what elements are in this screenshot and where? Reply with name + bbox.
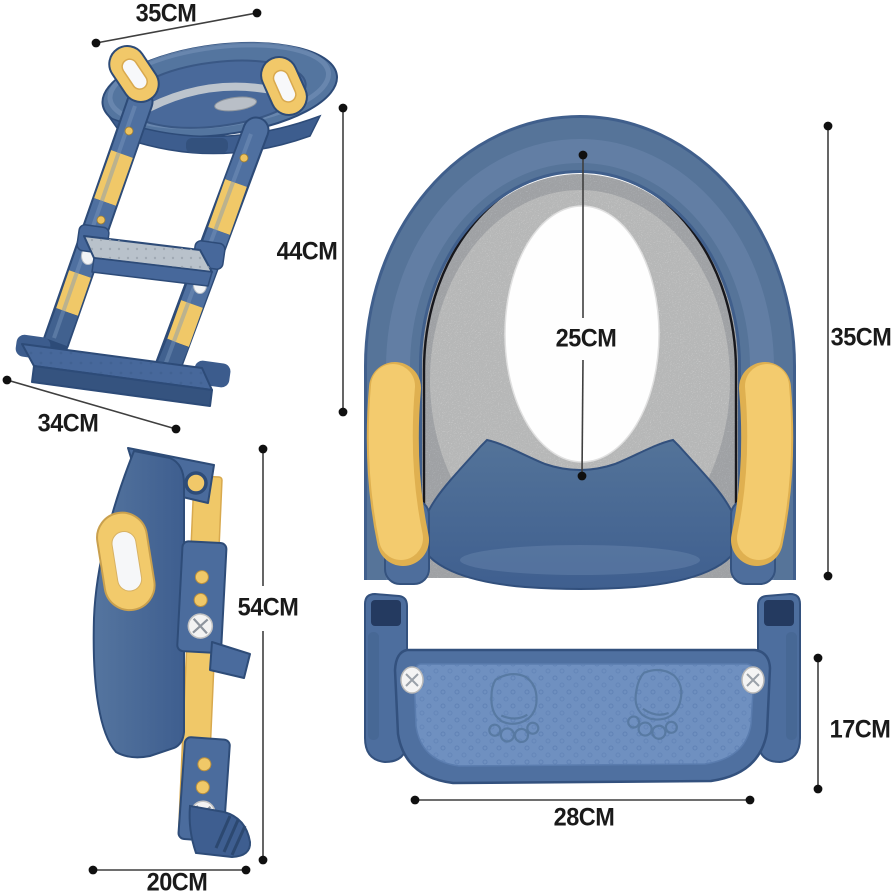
folded-ladder-illustration bbox=[92, 447, 252, 859]
assembled-ladder-illustration bbox=[15, 41, 338, 407]
dimension-label-seat-inner-length: 25CM bbox=[555, 324, 617, 353]
seat-top-view-illustration bbox=[364, 115, 796, 590]
dimension-label-footrest-height: 17CM bbox=[829, 715, 891, 744]
dimension-label-footrest-width: 28CM bbox=[553, 803, 615, 832]
dimension-label-folded-depth: 20CM bbox=[146, 868, 208, 896]
dimension-label-folded-height: 54CM bbox=[237, 593, 299, 622]
dimension-label-base-depth: 34CM bbox=[37, 409, 99, 438]
footrest-illustration bbox=[364, 592, 801, 785]
dimension-label-seat-top-width: 35CM bbox=[135, 0, 197, 28]
dimension-label-ladder-height: 44CM bbox=[276, 237, 338, 266]
dimension-label-seat-outer-length: 35CM bbox=[830, 323, 892, 352]
